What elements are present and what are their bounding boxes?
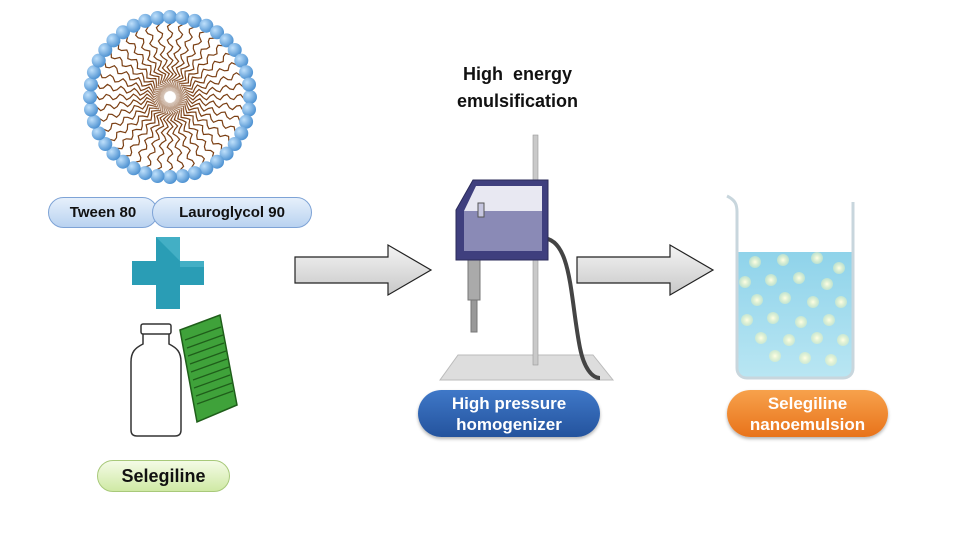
nanodroplet [749, 256, 761, 268]
homogenizer-label-line1: High pressure [451, 393, 567, 413]
micelle-head [234, 53, 249, 68]
micelle-head [83, 90, 97, 104]
beaker-nanoemulsion-illustration [726, 194, 855, 380]
micelle-head [243, 90, 257, 104]
nanodroplet [811, 252, 823, 264]
drug-vial-icon [130, 313, 238, 437]
nanoemulsion-label: Selegiline nanoemulsion [727, 390, 888, 437]
micelle-head [199, 161, 214, 176]
nanodroplet [767, 312, 779, 324]
micelle-head [86, 65, 101, 80]
micelle-heads [83, 10, 257, 184]
nanoemulsion-label-line1: Selegiline [767, 393, 848, 413]
micelle-head [83, 77, 98, 92]
nanodroplet [821, 278, 833, 290]
tween-80-label: Tween 80 [48, 197, 158, 228]
nanodroplet [779, 292, 791, 304]
nanodroplet [751, 294, 763, 306]
micelle-head [242, 102, 257, 117]
nanodroplet [783, 334, 795, 346]
process-title-line2: emulsification [456, 91, 579, 111]
nanodroplet [823, 314, 835, 326]
micelle-head [210, 25, 225, 40]
homogenizer-illustration [439, 134, 615, 381]
micelle-head [239, 65, 254, 80]
micelle-head [86, 114, 101, 129]
nanodroplet [825, 354, 837, 366]
arrow-right-icon [294, 243, 433, 297]
micelle-head [219, 33, 234, 48]
micelle-head [115, 154, 130, 169]
micelle-head [91, 126, 106, 141]
micelle-head [138, 166, 153, 181]
micelle-head [239, 114, 254, 129]
micelle-illustration [83, 10, 257, 184]
nanodroplet [837, 334, 849, 346]
micelle-head [98, 137, 113, 152]
micelle-head [115, 25, 130, 40]
micelle-head [234, 126, 249, 141]
micelle-head [227, 42, 242, 57]
micelle-head [91, 53, 106, 68]
micelle-head [126, 18, 141, 33]
micelle-head [98, 42, 113, 57]
micelle-core [148, 75, 192, 119]
micelle-head [163, 170, 177, 184]
nanodroplet [807, 296, 819, 308]
micelle-head [150, 10, 165, 25]
micelle-head [126, 161, 141, 176]
micelle-head [175, 169, 190, 184]
homogenizer-label: High pressure homogenizer [418, 390, 600, 437]
nanodroplet [811, 332, 823, 344]
micelle-head [106, 33, 121, 48]
plus-icon [132, 237, 204, 309]
micelle-head [242, 77, 257, 92]
micelle-head [138, 13, 153, 28]
process-title-line1: High energy [462, 64, 573, 84]
micelle-head [227, 137, 242, 152]
nanoemulsion-label-line2: nanoemulsion [749, 414, 866, 434]
micelle-head [187, 166, 202, 181]
selegiline-label: Selegiline [97, 460, 230, 492]
nanodroplet [793, 272, 805, 284]
micelle-head [210, 154, 225, 169]
nanodroplet [835, 296, 847, 308]
arrow-right-icon-2 [576, 243, 715, 297]
micelle-head [199, 18, 214, 33]
micelle-head [106, 146, 121, 161]
micelle-head [175, 10, 190, 25]
nanodroplets [739, 252, 849, 366]
nanodroplet [769, 350, 781, 362]
nanodroplet [765, 274, 777, 286]
nanodroplet [755, 332, 767, 344]
nanodroplet [799, 352, 811, 364]
nanodroplet [739, 276, 751, 288]
micelle-head [187, 13, 202, 28]
nanodroplet [833, 262, 845, 274]
lauroglycol-90-label: Lauroglycol 90 [152, 197, 312, 228]
nanodroplet [741, 314, 753, 326]
nanodroplet [795, 316, 807, 328]
homogenizer-label-line2: homogenizer [456, 414, 562, 434]
micelle-head [150, 169, 165, 184]
nanodroplet [777, 254, 789, 266]
micelle-head [219, 146, 234, 161]
micelle-head [83, 102, 98, 117]
process-title: High energy emulsification [420, 61, 615, 115]
micelle-head [163, 10, 177, 24]
